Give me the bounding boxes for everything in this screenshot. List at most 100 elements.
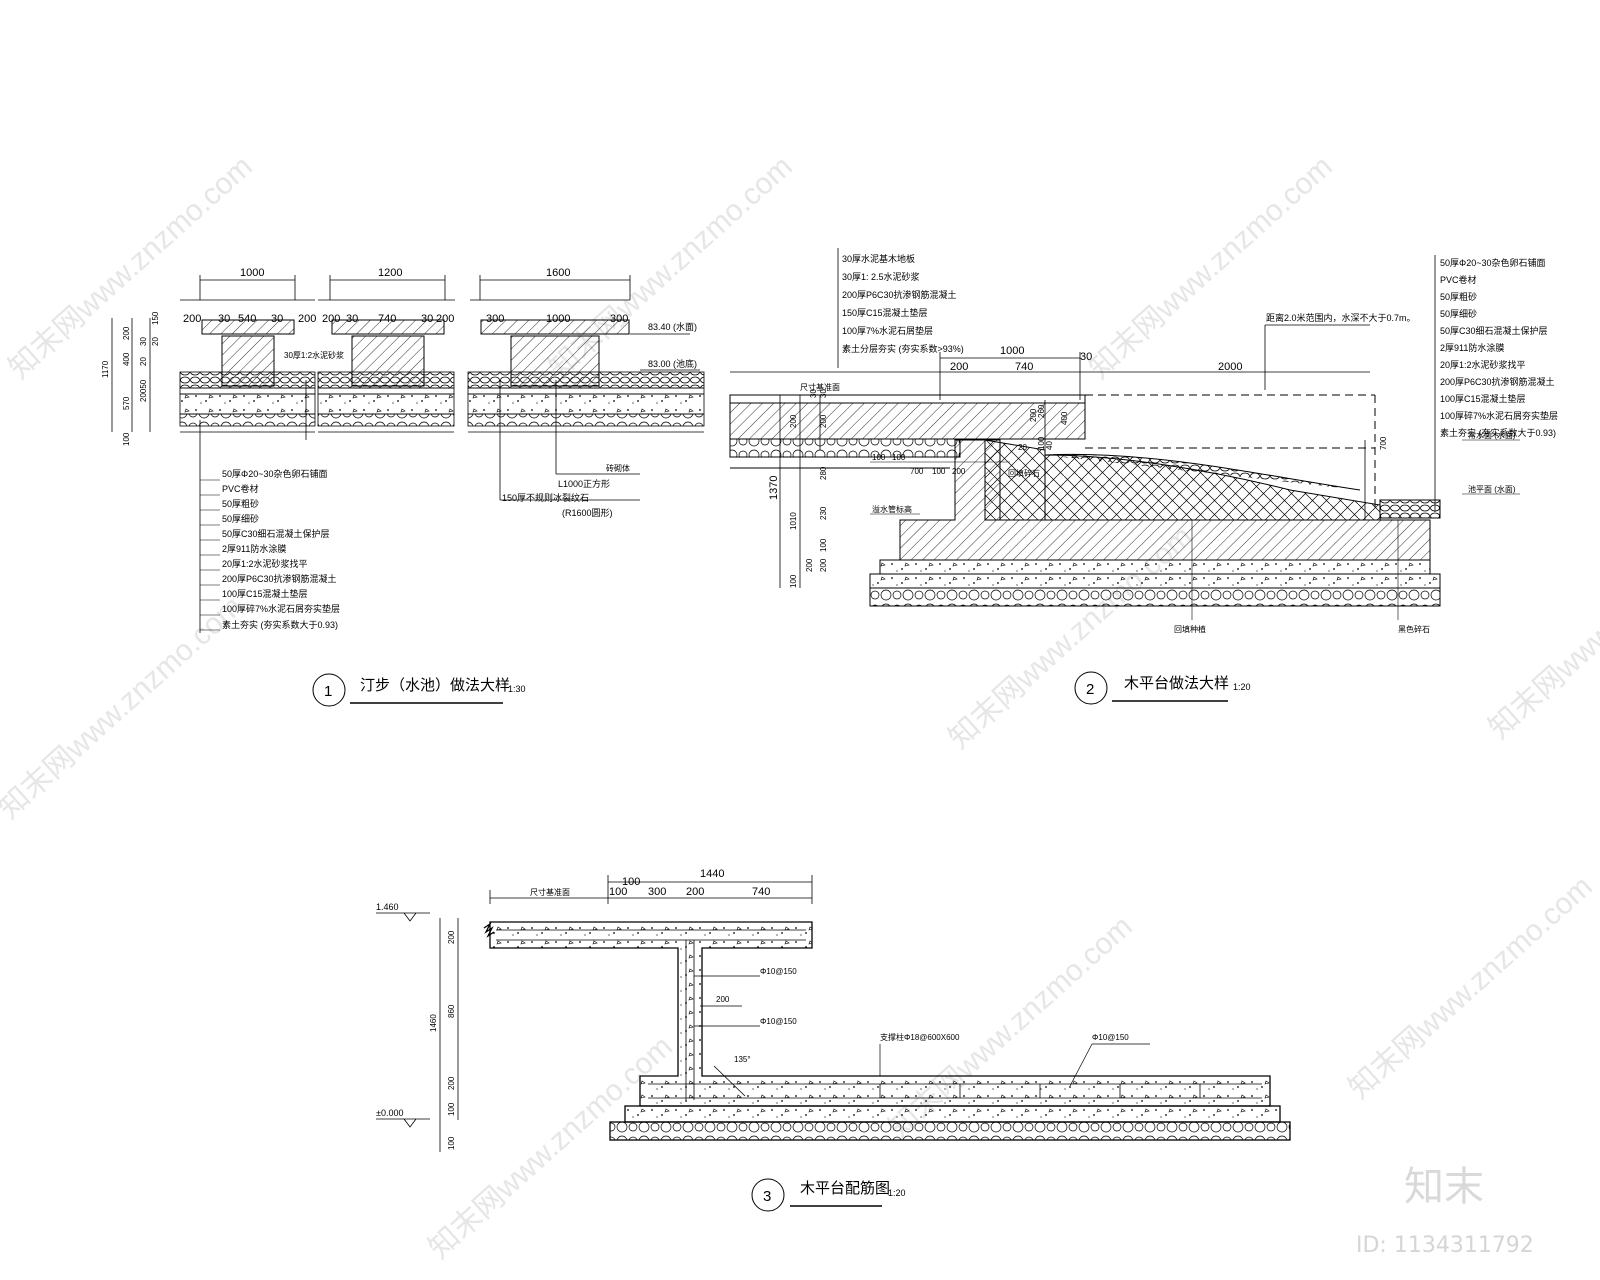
dim-label: 1000 [240,267,264,279]
dim-label: 100 [872,453,886,462]
reference-label: 尺寸基准面 [800,382,840,392]
dim-label: 20 [1018,443,1027,452]
layer-note: 100厚7%水泥石屑垫层 [842,325,933,336]
dim-label: 30 [809,389,818,398]
dim-label: 200 [789,414,798,428]
dim-label: 280 [819,466,828,480]
dim-label: 1000 [1000,345,1024,357]
layer-note: PVC卷材 [1440,274,1477,285]
reference-label: 尺寸基准面 [530,887,570,897]
watermark-text: 知末网www.znzmo.com [1083,150,1339,385]
dim-label: 100 [892,453,906,462]
dim-label: 260 [1037,404,1046,418]
layer-note: 150厚C15混凝土垫层 [842,307,928,318]
dim-label: 700 [910,467,924,476]
annotation: 溢水管标高 [872,504,912,514]
dim-label: 200 [183,313,201,325]
detail-title: 汀步（水池）做法大样 [360,677,510,694]
watermark-id: ID: 1134311792 [1356,1233,1534,1258]
detail-scale: 1:30 [508,684,526,694]
layer-note: 50厚Φ20~30杂色卵石铺面 [1440,257,1545,268]
dim-label: 100 [122,432,131,446]
dim-label: 860 [447,1004,456,1018]
layer-note: 50厚粗砂 [1440,291,1477,302]
dim-label: 200 [298,313,316,325]
inline-note: 30厚1:2水泥砂浆 [284,350,344,360]
dim-label: 1170 [101,360,110,378]
detail-title: 木平台做法大样 [1124,675,1229,692]
dim-label: 2000 [1218,361,1242,373]
dim-label: 300 [648,886,666,898]
layer-note: 50厚粗砂 [222,498,259,509]
detail-number: 1 [324,683,332,700]
annotation: 池平面 (水面) [1468,484,1516,494]
layer-note: 50厚Φ20~30杂色卵石铺面 [222,468,327,479]
detail-number: 3 [763,1188,771,1205]
dim-label: 100 [447,1102,456,1116]
layer-note: 200厚P6C30抗渗钢筋混凝土 [222,573,337,584]
layer-note: 30厚1: 2.5水泥砂浆 [842,271,920,282]
annotation: 常水面 (水面) [1468,430,1516,440]
dim-label: 200 [447,1076,456,1090]
dim-label: 1460 [429,1014,438,1032]
level-label: 1.460 [376,902,399,912]
watermark-text: 知末网www.znzmo.com [1483,510,1600,745]
layer-note: 素土分层夯实 (夯实系数>93%) [842,343,964,354]
dim-label: 40 [1045,441,1054,450]
annotation: 砖砌体 [606,463,630,473]
level-label: 83.00 (池底) [648,358,697,369]
dim-label: 1370 [768,476,780,500]
layer-note: 50厚细砂 [222,513,259,524]
annotation: 回填碎石 [1008,468,1040,478]
detail-scale: 1:20 [1233,682,1251,692]
dim-label: 1440 [700,868,724,880]
dim-label: 570 [122,396,131,410]
detail-title: 木平台配筋图 [800,1180,890,1197]
dim-label: 1600 [546,267,570,279]
dim-label: 700 [1379,436,1388,450]
layer-note: 50厚细砂 [1440,308,1477,319]
layer-note: 素土夯实 (夯实系数大于0.93) [222,619,338,630]
level-label: ±0.000 [376,1108,403,1118]
layer-note: 30厚水泥基木地板 [842,253,915,264]
layer-note: 20厚1:2水泥砂浆找平 [1440,359,1526,370]
watermark-text: 知末网www.znzmo.com [3,150,259,385]
rebar-label: Φ10@150 [760,1017,797,1026]
rebar-label: Φ10@150 [1092,1033,1129,1042]
dim-label: 1200 [378,267,402,279]
dim-label: 200 [716,995,730,1004]
annotation: 150厚不规则冰裂纹石 [502,492,589,503]
dim-label: 30 [819,389,828,398]
detail-scale: 1:20 [888,1188,906,1198]
dim-label: 200 [950,361,968,373]
dim-label: 30 [1080,351,1092,363]
dim-label: 150 [151,311,160,325]
dim-label: 200 [952,467,966,476]
dim-label: 20 [151,337,160,346]
dim-label: 100 [622,876,640,888]
dim-label: 1010 [789,512,798,530]
annotation: (R1600圆形) [562,507,613,518]
dim-label: 740 [752,886,770,898]
dim-label: 100 [789,574,798,588]
dim-label: 30 [139,337,148,346]
watermark-logo: 知末 [1404,1164,1484,1210]
watermark-text: 知末网www.znzmo.com [423,1030,679,1265]
layer-note: 100厚碎7%水泥石屑夯实垫层 [1440,410,1558,421]
layer-note: 200厚P6C30抗渗钢筋混凝土 [842,289,957,300]
detail-number: 2 [1086,681,1094,698]
layer-note: 100厚碎7%水泥石屑夯实垫层 [222,603,340,614]
layer-note: 50厚C30细石混凝土保护层 [222,528,330,539]
watermark-text: 知末网www.znzmo.com [0,590,249,825]
dim-label: 200 [819,558,828,572]
layer-note: PVC卷材 [222,483,259,494]
annotation: 回填种植 [1174,624,1206,634]
dim-label: 20 [139,357,148,366]
dim-label: 100 [932,467,946,476]
dim-label: 200 [819,414,828,428]
dim-label: 400 [122,352,131,366]
dim-label: 200 [122,326,131,340]
layer-note: 20厚1:2水泥砂浆找平 [222,558,308,569]
